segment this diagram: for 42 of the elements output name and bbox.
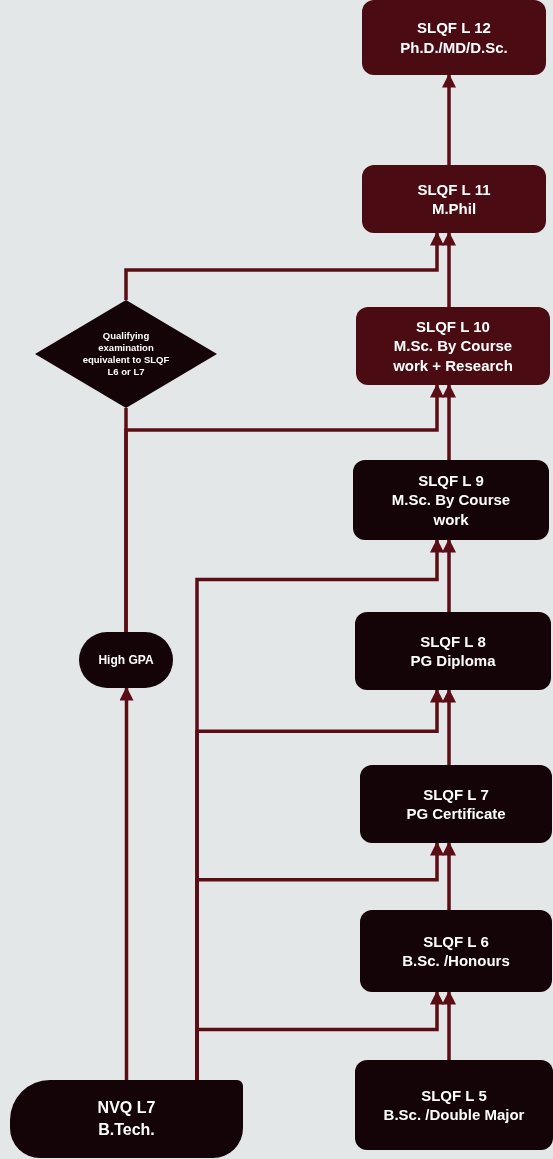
arrow bbox=[442, 538, 456, 612]
arrow bbox=[124, 383, 444, 632]
level-label: B.Sc. /Double Major bbox=[383, 1105, 525, 1125]
level-label: M.Sc. By Course work bbox=[390, 490, 512, 530]
level-box bbox=[356, 307, 550, 385]
level-label: B.Tech. bbox=[98, 1120, 155, 1140]
arrow bbox=[442, 990, 456, 1060]
arrow bbox=[442, 231, 456, 307]
condition-pill bbox=[79, 632, 173, 688]
level-label: SLQF L 9 bbox=[418, 470, 484, 491]
level-box bbox=[353, 460, 549, 540]
level-box bbox=[355, 1060, 553, 1150]
qualification-box bbox=[10, 1080, 243, 1158]
level-label: Qualifying examination equivalent to SLQF L6 or L7 bbox=[81, 330, 171, 378]
level-label: M.Phil bbox=[431, 199, 477, 219]
arrow bbox=[195, 990, 444, 1080]
level-label: B.Sc. /Honours bbox=[402, 951, 510, 971]
level-label: SLQF L 12 bbox=[417, 18, 491, 38]
level-label: SLQF L 7 bbox=[423, 784, 489, 804]
level-box bbox=[360, 910, 552, 992]
arrow bbox=[442, 841, 456, 910]
level-label: Ph.D./MD/D.Sc. bbox=[400, 37, 508, 57]
arrow bbox=[442, 688, 456, 765]
level-label: PG Diploma bbox=[410, 651, 496, 671]
arrow bbox=[442, 383, 456, 460]
level-label: SLQF L 11 bbox=[417, 179, 491, 199]
arrow bbox=[442, 73, 456, 165]
level-label: SLQF L 6 bbox=[423, 931, 489, 951]
decision-diamond bbox=[35, 300, 217, 408]
level-label: High GPA bbox=[98, 653, 154, 667]
level-label: SLQF L 8 bbox=[420, 631, 486, 651]
arrow bbox=[124, 231, 444, 300]
level-box bbox=[355, 612, 551, 690]
level-label: M.Sc. By Course work + Research bbox=[392, 336, 514, 376]
arrow bbox=[119, 686, 134, 1080]
level-label: SLQF L 5 bbox=[421, 1085, 487, 1105]
level-label: SLQF L 10 bbox=[416, 316, 490, 337]
level-label: NVQ L7 bbox=[97, 1097, 156, 1118]
level-box bbox=[362, 0, 546, 75]
level-box bbox=[360, 765, 552, 843]
level-box bbox=[362, 165, 546, 233]
level-label: PG Certificate bbox=[406, 804, 506, 824]
